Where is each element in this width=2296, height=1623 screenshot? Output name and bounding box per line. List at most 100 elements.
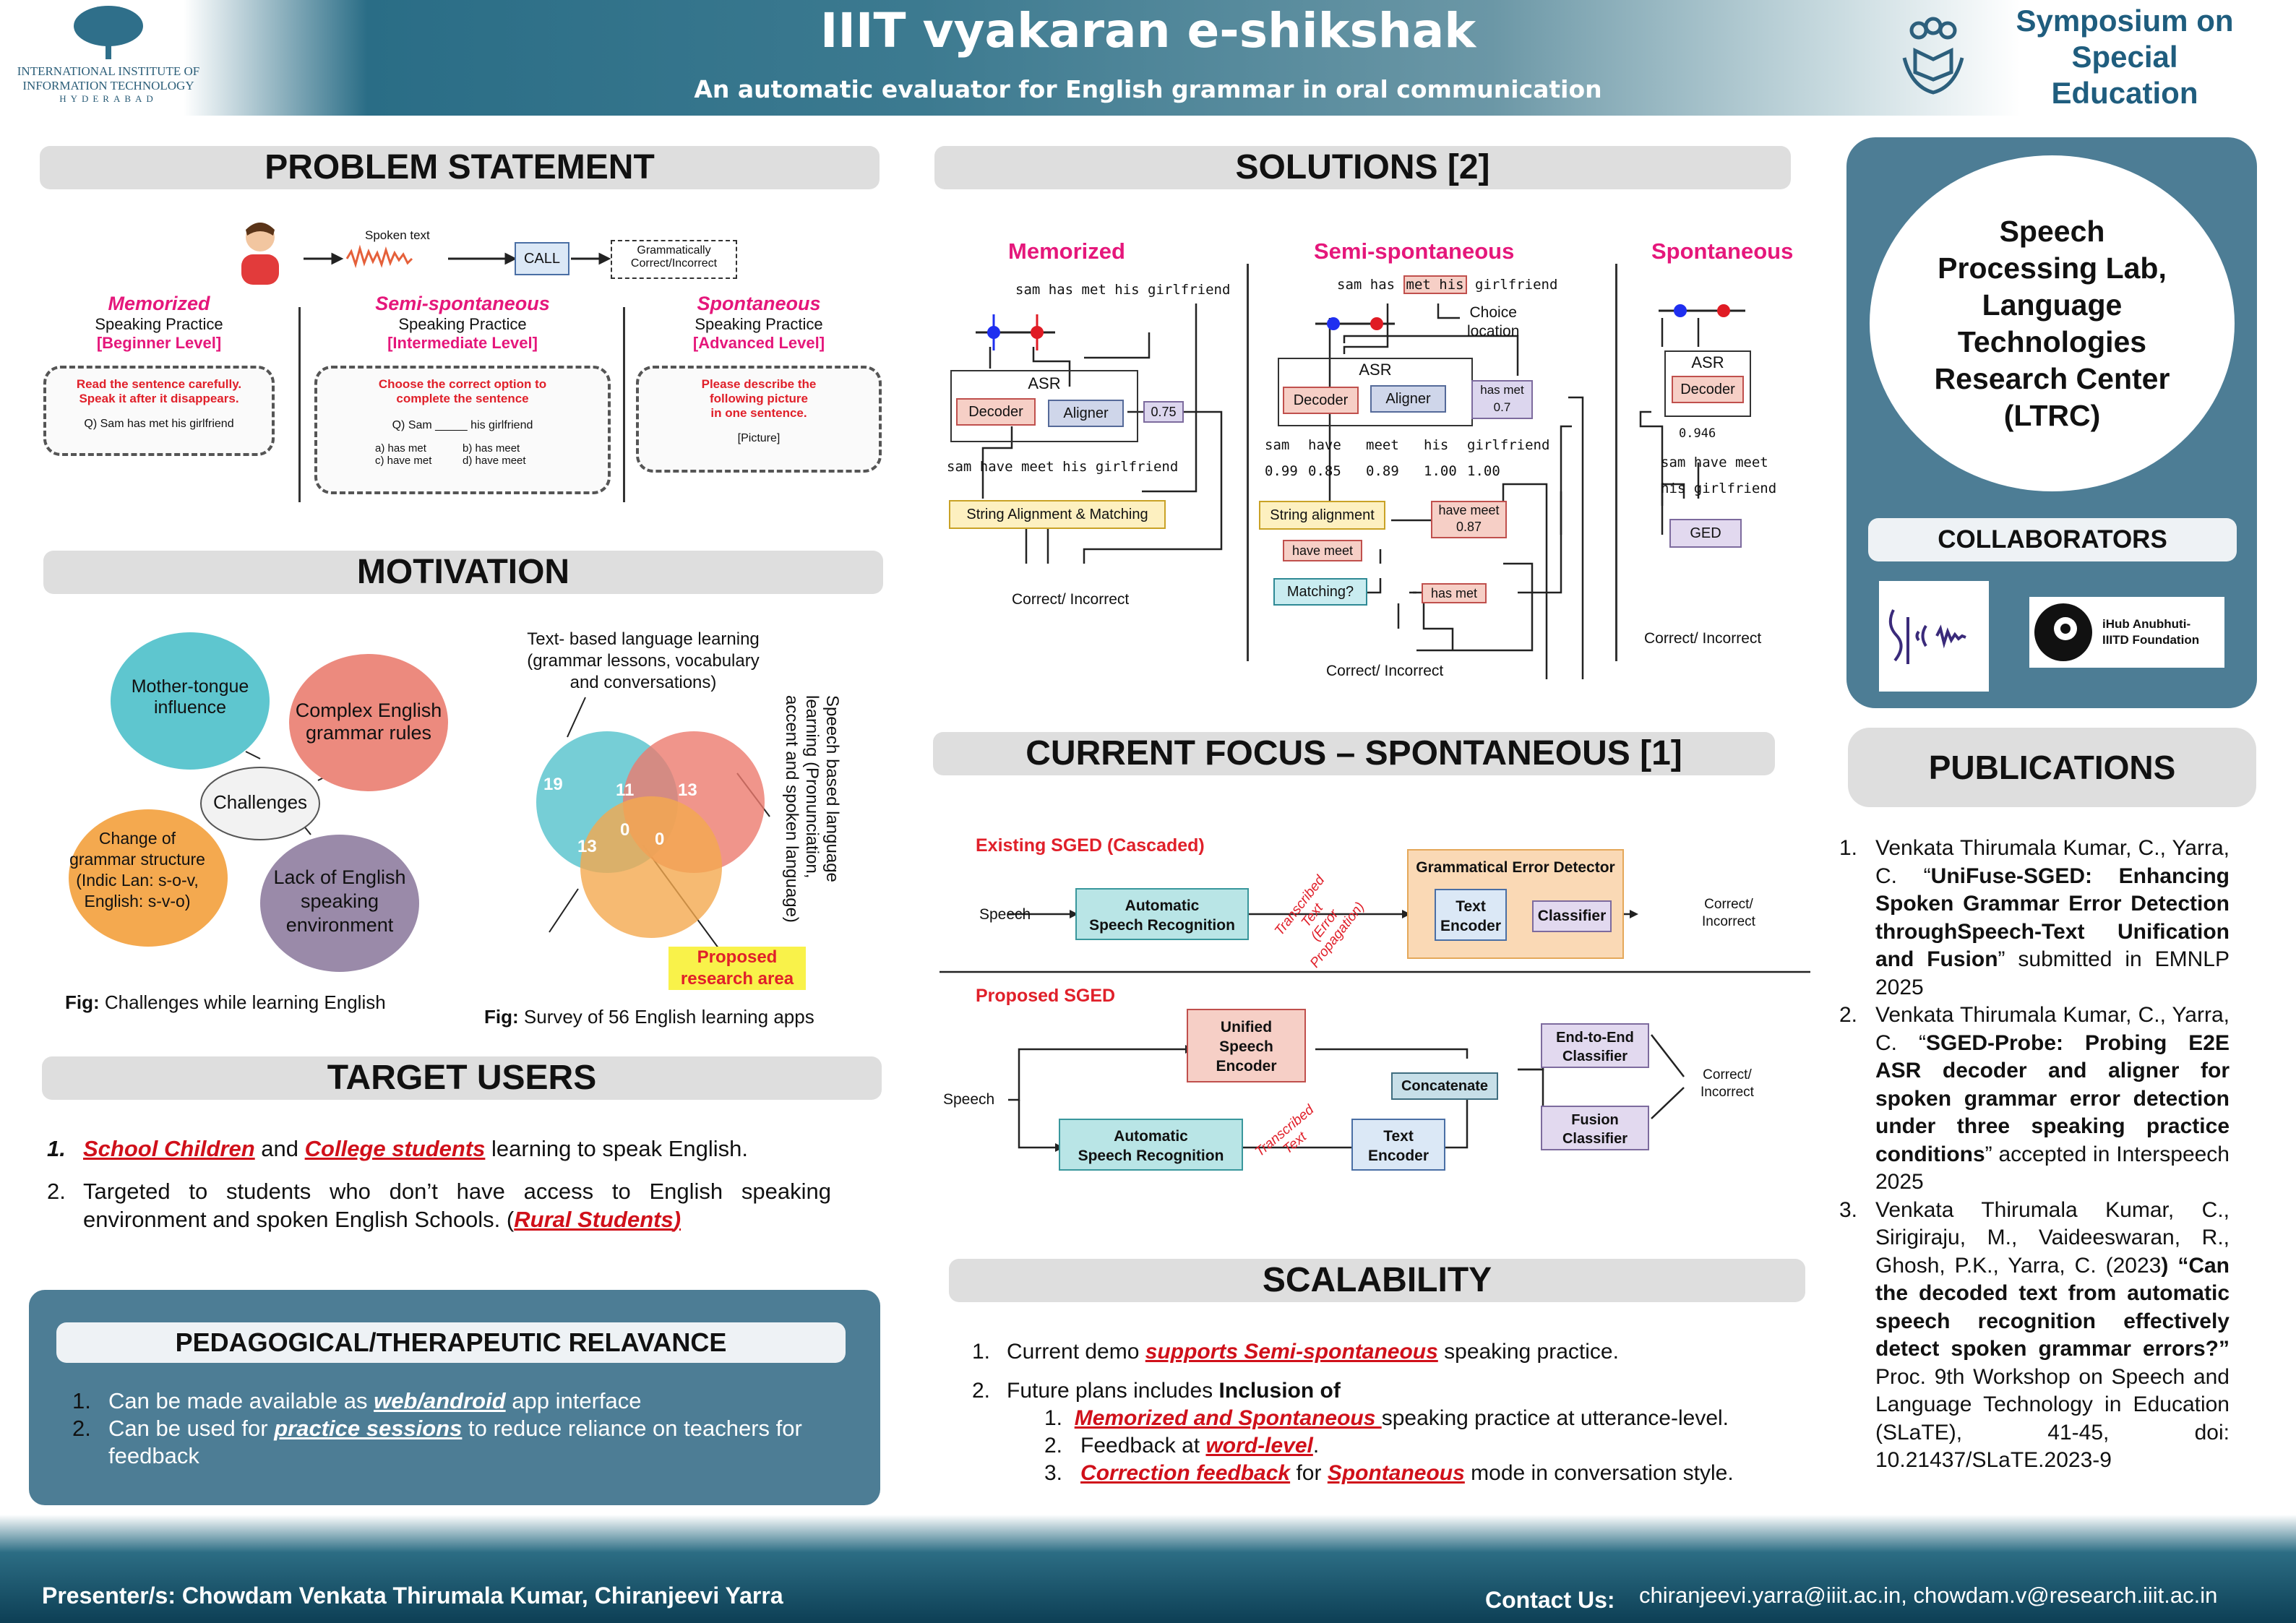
bubble-line: Complex English xyxy=(295,699,442,721)
venn-value: 0 xyxy=(655,830,665,849)
instr-line: in one sentence. xyxy=(710,406,807,420)
semi-text: girlfriend xyxy=(1466,277,1558,293)
string-alignment-matching-box: String Alignment & Matching xyxy=(949,500,1166,529)
asr-box-semi: ASR xyxy=(1278,358,1473,426)
question-text: Q) Sam _____ his girlfriend xyxy=(392,419,533,431)
ci-line: Correct/ xyxy=(1703,1067,1752,1082)
and-text: and xyxy=(254,1136,305,1161)
venn-top-line: and conversations) xyxy=(569,673,717,692)
contact-emails[interactable]: chiranjeevi.yarra@iiit.ac.in, chowdam.v@… xyxy=(1639,1583,2218,1608)
publications-list: 1.Venkata Thirumala Kumar, C., Yarra, C.… xyxy=(1839,835,2230,1475)
challenges-diagram xyxy=(69,632,448,972)
pub-paren: ) xyxy=(2161,1253,2169,1278)
ci-line: Incorrect xyxy=(1700,1085,1754,1100)
school-children-link: School Children xyxy=(83,1136,255,1161)
ged-label: Grammatical Error Detector xyxy=(1416,859,1615,876)
soundwave-logo-icon xyxy=(1888,609,1966,664)
bubble-line: grammar rules xyxy=(305,722,432,744)
bubble-line: Change of xyxy=(98,829,176,848)
proposed-line: research area xyxy=(680,969,794,989)
iiit-logo: INTERNATIONAL INSTITUTE OF INFORMATION T… xyxy=(0,3,217,111)
hm87-line: 0.87 xyxy=(1456,520,1482,534)
semi-card: Choose the correct option to complete th… xyxy=(314,366,611,494)
spontaneous-score: 0.946 xyxy=(1679,426,1716,441)
venn-value: 13 xyxy=(678,780,697,800)
target-text: learning to speak English. xyxy=(485,1136,749,1161)
score: 0.89 xyxy=(1366,463,1399,479)
fig1-caption: Fig: Challenges while learning English xyxy=(65,991,386,1014)
ltrc-line: Processing Lab, xyxy=(1938,251,2167,285)
speech-label: Speech xyxy=(943,1091,995,1108)
scalability-subitem-1: 1. Memorized and Spontaneous speaking pr… xyxy=(1044,1406,1729,1430)
bubble-line: Mother-tongue xyxy=(131,676,249,697)
publication-1: 1.Venkata Thirumala Kumar, C., Yarra, C.… xyxy=(1839,836,2230,999)
te-line: Text xyxy=(1383,1128,1414,1145)
fig-label: Fig: xyxy=(484,1006,519,1028)
hm-line: 0.7 xyxy=(1493,400,1511,414)
instr-line: complete the sentence xyxy=(396,392,529,405)
logo-line-3: HYDERABAD xyxy=(59,93,158,104)
instr-line: Read the sentence carefully. xyxy=(76,377,242,391)
tree-icon xyxy=(74,6,143,59)
ped-text: Can be used for xyxy=(108,1416,275,1441)
bubble-line: (Indic Lan: s-o-v, xyxy=(76,871,199,890)
spontaneous-result: Correct/ Incorrect xyxy=(1644,630,1762,647)
ltrc-line: (LTRC) xyxy=(2003,398,2101,432)
target-text: Targeted to students who don’t have acce… xyxy=(83,1179,831,1232)
picture-placeholder: [Picture] xyxy=(737,432,781,444)
presenter-text: Presenter/s: Chowdam Venkata Thirumala K… xyxy=(42,1583,783,1609)
waveform-icon xyxy=(976,314,1055,350)
mode-memorized: Memorized xyxy=(108,293,210,314)
asr-line: Speech Recognition xyxy=(1078,1148,1224,1164)
bubble-line: environment xyxy=(285,914,394,936)
logo-line-2: INFORMATION TECHNOLOGY xyxy=(22,79,194,92)
asr-line: Automatic xyxy=(1125,897,1200,914)
problem-col-semi: Semi-spontaneous Speaking Practice [Inte… xyxy=(314,293,611,494)
call-pipeline-arrows xyxy=(304,244,611,269)
memorized-result: Correct/ Incorrect xyxy=(1012,591,1130,608)
sc-text: Future plans includes xyxy=(1007,1379,1219,1403)
e2e-line: End-to-End xyxy=(1556,1030,1634,1046)
use-line: Encoder xyxy=(1216,1058,1277,1075)
concatenate-box: Concatenate xyxy=(1391,1072,1498,1100)
decoder-box: Decoder xyxy=(956,398,1036,426)
publication-3: 3.Venkata Thirumala Kumar, C., Sirigiraj… xyxy=(1839,1197,2230,1473)
problem-col-memorized: Memorized Speaking Practice [Beginner Le… xyxy=(43,293,275,456)
word-level-link: word-level xyxy=(1205,1434,1313,1458)
venn-top-label: Text- based language learning(grammar le… xyxy=(506,629,781,694)
aligner-box: Aligner xyxy=(1048,400,1124,427)
spontaneous-card: Please describe the following picture in… xyxy=(636,366,882,473)
instr-line: Please describe the xyxy=(701,377,817,391)
sp-line: sam have meet xyxy=(1661,455,1768,470)
score: 0.99 xyxy=(1265,463,1298,479)
instr-line: following picture xyxy=(710,392,808,405)
venn-diagram xyxy=(536,697,770,955)
asr-label: ASR xyxy=(1359,361,1392,379)
te-line: Text xyxy=(1456,898,1486,915)
use-line: Unified xyxy=(1220,1019,1273,1036)
venn-value: 11 xyxy=(616,780,635,800)
decoder-box: Decoder xyxy=(1672,376,1744,403)
practice-label: Speaking Practice xyxy=(95,315,223,333)
sp-line: his girlfriend xyxy=(1661,481,1777,496)
head-profile-icon xyxy=(2034,603,2092,661)
rural-students-link: Rural Students xyxy=(514,1207,674,1232)
mode-spontaneous: Spontaneous xyxy=(697,293,821,314)
solutions-spontaneous-title: Spontaneous xyxy=(1651,238,1794,264)
ihub-line: IIITD Foundation xyxy=(2102,633,2200,647)
contact-label: Contact Us: xyxy=(1485,1587,1615,1613)
page-subtitle: An automatic evaluator for English gramm… xyxy=(694,75,1602,103)
word: girlfriend xyxy=(1467,437,1550,453)
pub-title: UniFuse-SGED: Enhancing Spoken Grammar E… xyxy=(1875,864,2230,972)
problem-col-spontaneous: Spontaneous Speaking Practice [Advanced … xyxy=(636,293,882,473)
use-line: Speech xyxy=(1219,1038,1273,1055)
practice-label: Speaking Practice xyxy=(695,315,823,333)
pub-text: Proc. 9th Workshop on Speech and Languag… xyxy=(1875,1364,2230,1473)
waveform-icon xyxy=(1315,317,1395,330)
fig-text: Challenges while learning English xyxy=(104,991,386,1013)
semi-string-alignment-box: String alignment xyxy=(1259,501,1385,530)
